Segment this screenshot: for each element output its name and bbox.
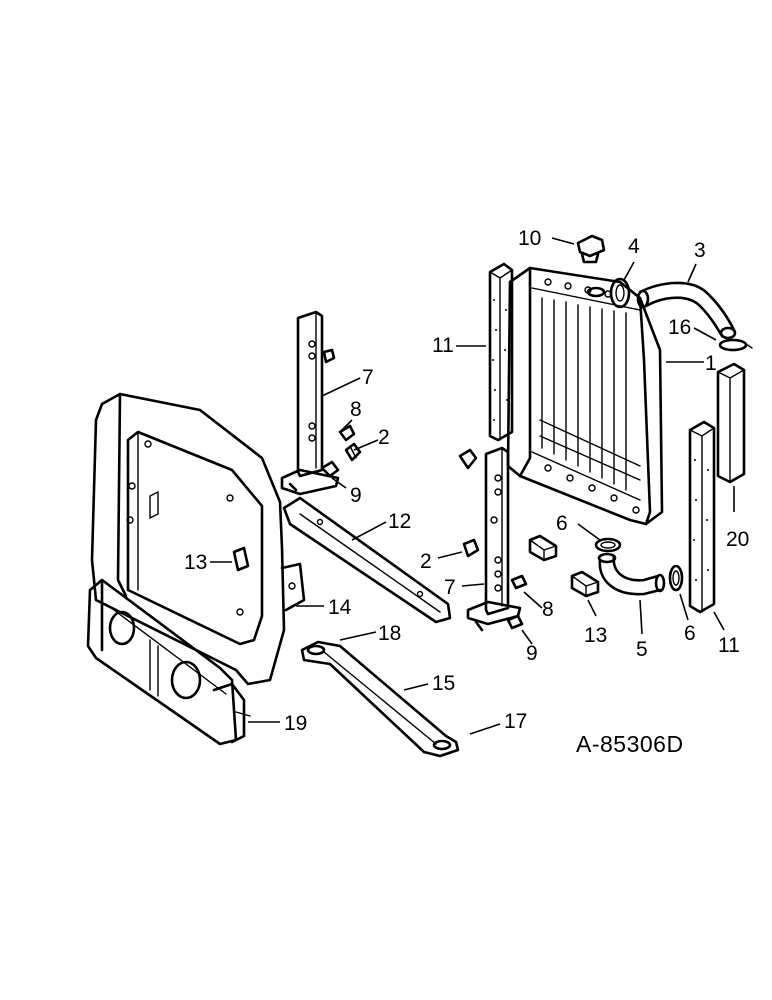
spacer-block-lower-part <box>570 570 600 598</box>
callout-19: 19 <box>284 712 307 735</box>
lower-hose-part <box>597 552 666 596</box>
callout-3: 3 <box>694 239 706 262</box>
callout-6-upper: 6 <box>556 512 568 535</box>
radiator-part <box>506 266 664 526</box>
callout-10: 10 <box>518 227 541 250</box>
callout-7-upper: 7 <box>362 366 374 389</box>
side-rail-part <box>282 496 452 624</box>
bolt-lower-part <box>506 614 524 630</box>
spacer-block-shroud-part <box>232 546 250 572</box>
radiator-cap-part <box>576 234 606 264</box>
diagram-code: A-85306D <box>576 731 684 757</box>
callout-12: 12 <box>388 510 411 533</box>
hose-clamp-upper-part <box>594 537 622 553</box>
callout-11-upper: 11 <box>432 334 454 357</box>
callout-11-lower: 11 <box>718 634 740 657</box>
callout-6-lower: 6 <box>684 622 696 645</box>
callout-9-lower: 9 <box>526 642 538 665</box>
clip-upper-part <box>322 348 356 442</box>
callout-16: 16 <box>668 316 691 339</box>
clamp-upper-part <box>344 442 362 462</box>
support-bracket-upper-part <box>280 310 340 496</box>
callout-14: 14 <box>328 596 352 619</box>
support-bracket-lower-part <box>466 446 522 632</box>
seal-strip-right-part <box>688 420 716 614</box>
grille-panel-part <box>86 578 251 746</box>
callout-20: 20 <box>726 528 749 551</box>
callout-1: 1 <box>705 352 717 375</box>
callout-2-upper: 2 <box>378 426 390 449</box>
spacer-block-upper-part <box>528 534 558 562</box>
callout-18: 18 <box>378 622 401 645</box>
clamp-lower-part <box>458 448 480 558</box>
side-seal-part <box>716 362 746 484</box>
clip-lower-part <box>510 574 528 590</box>
callout-7-lower: 7 <box>444 576 456 599</box>
callout-13-lower: 13 <box>584 624 607 647</box>
upper-hose-part <box>636 281 737 340</box>
shroud-frame-part <box>90 392 306 686</box>
bolt-upper-part <box>320 460 340 478</box>
tie-bar-part <box>300 640 460 758</box>
seal-strip-left-part <box>488 262 514 442</box>
callout-leaders <box>210 237 735 735</box>
callout-4: 4 <box>628 235 640 258</box>
callout-15: 15 <box>432 672 455 695</box>
callout-17: 17 <box>504 710 527 733</box>
hose-clamp-part <box>718 338 753 352</box>
hose-clamp-lower-part <box>668 564 684 592</box>
callout-8-upper: 8 <box>350 398 362 421</box>
callout-13-shroud: 13 <box>184 551 207 574</box>
callout-5: 5 <box>636 638 648 661</box>
callout-2-lower: 2 <box>420 550 432 573</box>
callout-labels: 10 4 3 16 11 1 7 8 2 9 12 20 6 13 2 7 8 … <box>184 227 749 735</box>
callout-8-lower: 8 <box>542 598 554 621</box>
callout-9-upper: 9 <box>350 484 362 507</box>
